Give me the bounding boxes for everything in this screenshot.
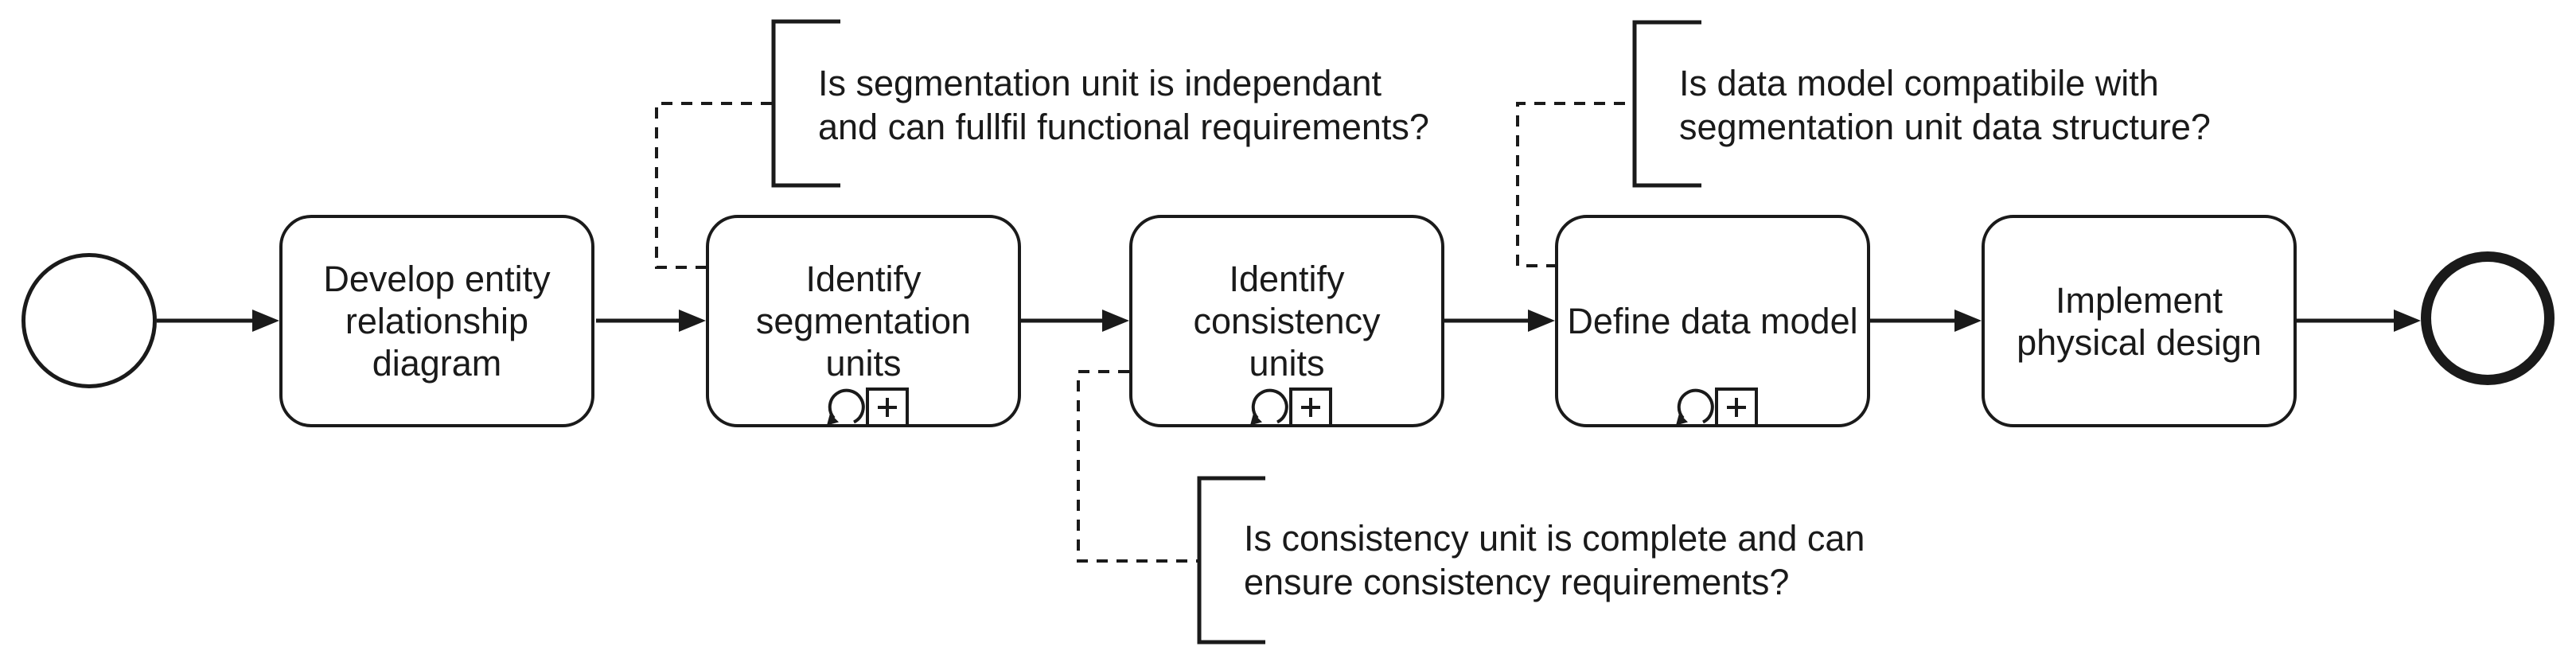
task-markers [1250, 388, 1332, 426]
start-event[interactable] [21, 253, 157, 388]
annotation-bracket-consistency[interactable] [1197, 476, 1265, 645]
annotation-segmentation-unit-question[interactable]: Is segmentation unit is independant and … [818, 61, 1429, 149]
loop-marker-icon [828, 388, 865, 424]
loop-marker-arrowhead-icon [827, 413, 839, 426]
annotation-line: Is data model compatibile with [1679, 63, 2159, 103]
arrowhead-icon [1954, 310, 1982, 332]
association-segmentation-annotation[interactable] [655, 102, 774, 269]
end-event[interactable] [2421, 251, 2555, 385]
annotation-bracket-segmentation[interactable] [771, 19, 840, 188]
loop-marker-icon [1677, 388, 1714, 424]
annotation-line: Is segmentation unit is independant [818, 63, 1382, 103]
sequence-flow-4[interactable] [1444, 310, 1555, 332]
arrowhead-icon [679, 310, 706, 332]
task-develop-entity-relationship-diagram[interactable]: Develop entity relationship diagram [279, 215, 594, 427]
task-label: Identify consistency units [1193, 258, 1380, 384]
loop-marker-arrowhead-icon [1250, 413, 1262, 426]
loop-marker-icon [1251, 388, 1288, 424]
arrowhead-icon [252, 310, 279, 332]
task-label: Identify segmentation units [756, 258, 971, 384]
annotation-line: ensure consistency requirements? [1244, 562, 1790, 602]
task-label-line: consistency [1193, 301, 1381, 341]
task-identify-segmentation-units[interactable]: Identify segmentation units [706, 215, 1021, 427]
task-identify-consistency-units[interactable]: Identify consistency units [1129, 215, 1444, 427]
task-label-line: relationship [345, 301, 529, 341]
plus-icon [878, 398, 897, 417]
association-consistency-annotation[interactable] [1077, 370, 1199, 563]
task-label-line: Identify [1229, 259, 1345, 299]
annotation-line: segmentation unit data structure? [1679, 107, 2211, 147]
loop-marker-arrowhead-icon [1676, 413, 1688, 426]
task-markers [827, 388, 909, 426]
sequence-flow-3[interactable] [1021, 310, 1129, 332]
arrowhead-icon [1102, 310, 1129, 332]
task-label-line: physical design [2017, 321, 2262, 363]
arrowhead-icon [2394, 310, 2421, 332]
task-define-data-model[interactable]: Define data model [1555, 215, 1870, 427]
task-markers [1676, 388, 1758, 426]
task-label-line: Define data model [1567, 301, 1858, 341]
task-label-line: Implement [2055, 279, 2223, 321]
subprocess-marker-icon[interactable] [1715, 388, 1758, 426]
sequence-flow-5[interactable] [1870, 310, 1982, 332]
annotation-consistency-unit-question[interactable]: Is consistency unit is complete and can … [1244, 516, 1865, 604]
annotation-bracket-data-model[interactable] [1632, 20, 1701, 188]
sequence-flow-6[interactable] [2295, 310, 2421, 332]
association-data-model-annotation[interactable] [1516, 102, 1635, 267]
task-label: Implement physical design [2017, 279, 2262, 364]
task-label-line: units [1249, 343, 1325, 384]
task-label-line: Develop entity [323, 259, 551, 299]
plus-icon [1301, 398, 1320, 417]
plus-icon [1727, 398, 1746, 417]
annotation-line: Is consistency unit is complete and can [1244, 518, 1865, 559]
task-label: Define data model [1567, 300, 1857, 342]
task-label-line: units [825, 343, 902, 384]
task-label-line: segmentation [755, 301, 972, 341]
task-label-line: diagram [372, 343, 502, 384]
sequence-flow-2[interactable] [596, 310, 706, 332]
task-label-line: Identify [805, 259, 922, 299]
annotation-line: and can fullfil functional requirements? [818, 107, 1429, 147]
annotation-data-model-question[interactable]: Is data model compatibile with segmentat… [1679, 61, 2211, 149]
task-implement-physical-design[interactable]: Implement physical design [1982, 215, 2297, 427]
arrowhead-icon [1528, 310, 1555, 332]
task-label: Develop entity relationship diagram [323, 258, 550, 384]
sequence-flow-1[interactable] [157, 310, 279, 332]
